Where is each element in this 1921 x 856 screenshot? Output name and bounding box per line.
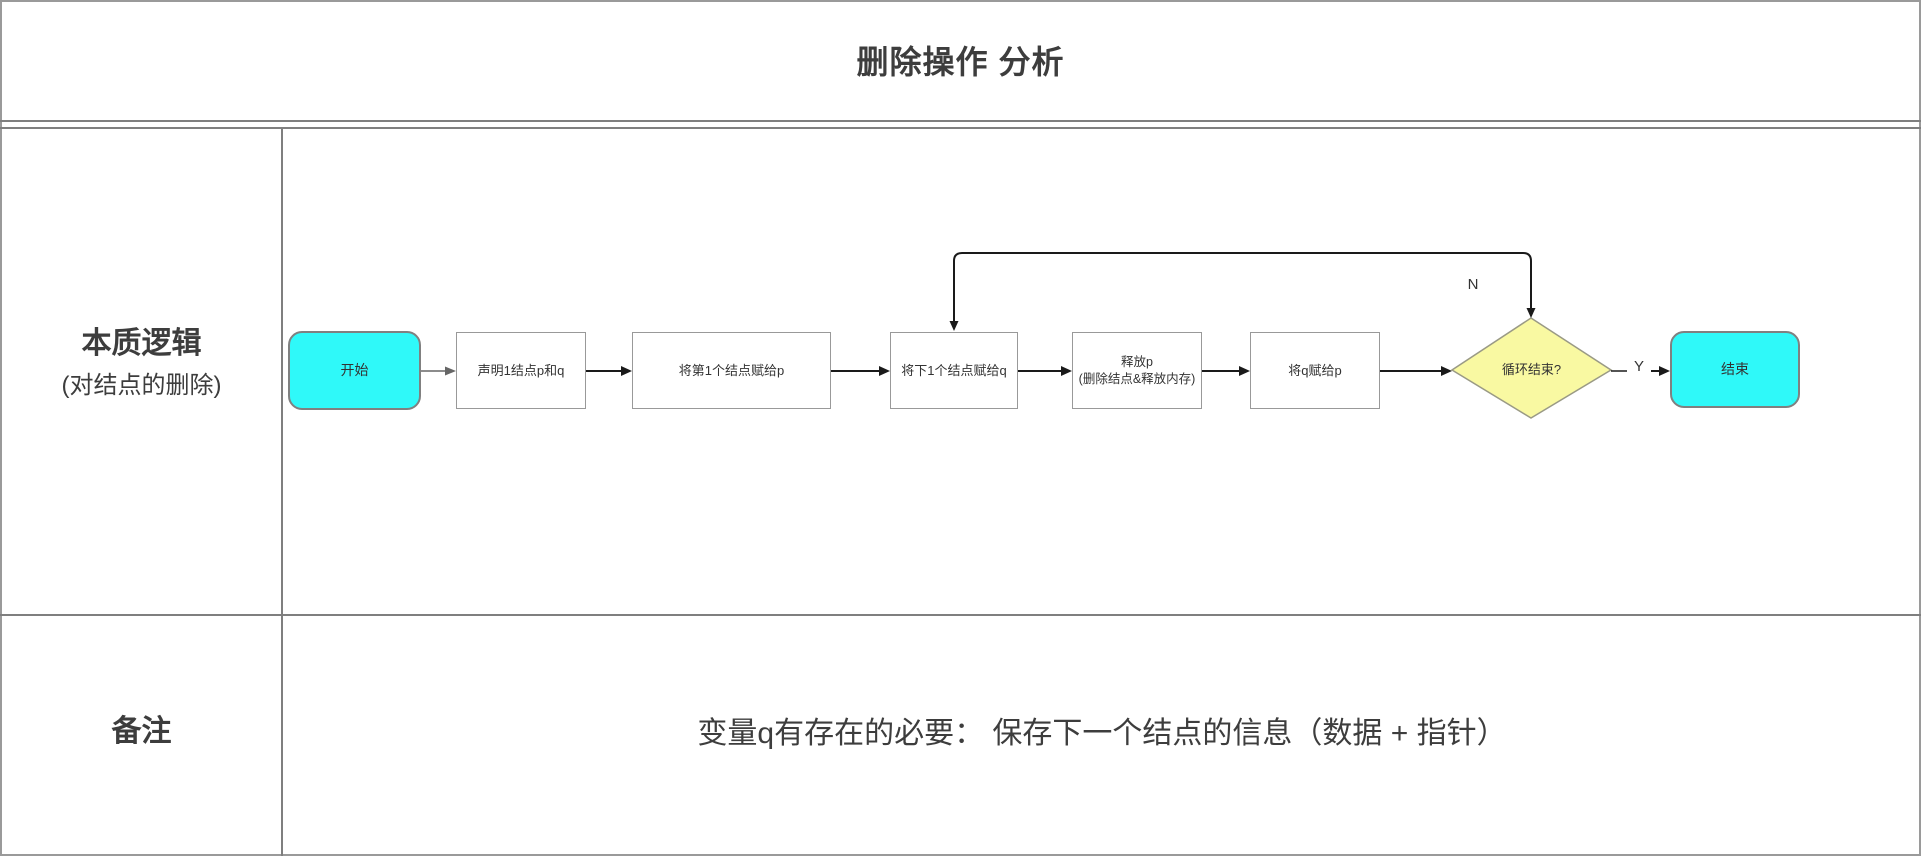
row-header-logic: 本质逻辑 (对结点的删除): [0, 326, 283, 402]
row-header-logic-label: 本质逻辑: [81, 327, 202, 360]
branch-label-yes: Y: [1633, 358, 1644, 375]
row-header-note: 备注: [0, 714, 283, 750]
node-start-label: 开始: [340, 362, 369, 379]
decision-loop-check-label: 循环结束?: [1501, 361, 1562, 377]
node-end-label: 结束: [1721, 361, 1749, 378]
row-divider: [0, 614, 1921, 616]
page-title: 删除操作 分析: [856, 44, 1065, 80]
node-assign-q: 将q赋给p: [1250, 332, 1380, 409]
row-header-note-label: 备注: [111, 715, 172, 748]
node-declare-label: 声明1结点p和q: [477, 362, 565, 378]
node-assign-first: 将第1个结点赋给p: [632, 332, 831, 409]
branch-label-no: N: [1467, 276, 1479, 293]
node-free-label-line2: (删除结点&释放内存): [1078, 371, 1196, 386]
row-header-logic-sublabel: (对结点的删除): [61, 372, 222, 399]
note-text: 变量q有存在的必要： 保存下一个结点的信息（数据 + 指针）: [697, 717, 1507, 750]
node-assign-next-label: 将下1个结点赋给q: [901, 362, 1007, 378]
title-band: 删除操作 分析: [0, 0, 1921, 122]
node-end: 结束: [1670, 331, 1800, 408]
node-free: 释放p (删除结点&释放内存): [1072, 332, 1202, 409]
node-declare: 声明1结点p和q: [456, 332, 586, 409]
node-assign-q-label: 将q赋给p: [1288, 362, 1342, 378]
table-top-border: [0, 127, 1921, 129]
node-start: 开始: [288, 331, 421, 410]
node-assign-next: 将下1个结点赋给q: [890, 332, 1018, 409]
node-free-label-line1: 释放p: [1121, 354, 1153, 369]
node-assign-first-label: 将第1个结点赋给p: [678, 362, 785, 378]
column-divider: [281, 127, 283, 856]
